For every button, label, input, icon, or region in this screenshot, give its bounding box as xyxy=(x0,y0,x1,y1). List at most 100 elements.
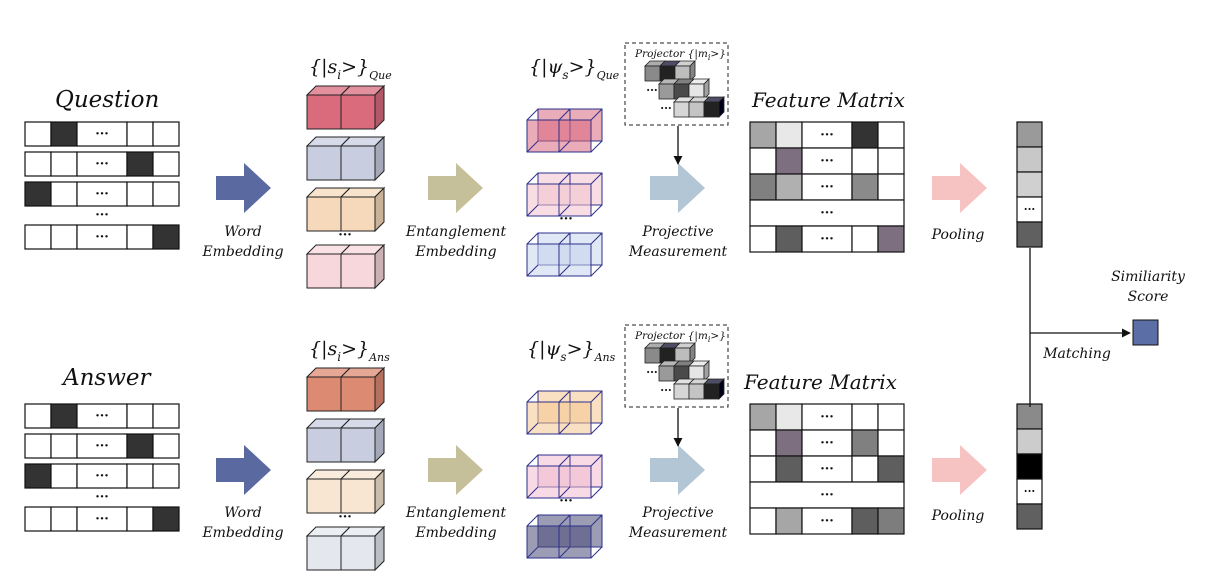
feature-cell-ellipsis: ··· xyxy=(820,232,834,247)
block-edge xyxy=(590,140,603,153)
block-edge xyxy=(590,264,603,277)
answer-projective-label-1: Projective xyxy=(641,505,713,521)
input-cell xyxy=(24,506,52,532)
word-state-cube xyxy=(305,468,386,515)
answer-entanglement-label-1: Entanglement xyxy=(405,505,507,521)
word-state-cubes: ··· xyxy=(305,84,386,290)
input-cell xyxy=(126,224,154,250)
block-edge xyxy=(526,204,539,217)
cube-front xyxy=(340,478,376,514)
feature-cell xyxy=(801,147,853,175)
projector-cubes xyxy=(644,342,696,364)
input-row: ··· xyxy=(24,224,180,250)
similarity-label-1: Similiarity xyxy=(1111,269,1186,285)
mini-side xyxy=(703,78,710,100)
feature-cell xyxy=(749,455,777,483)
input-row-ellipsis: ··· xyxy=(95,208,109,223)
block-edge xyxy=(590,108,603,121)
block-edge xyxy=(590,390,603,403)
projector-frame xyxy=(624,324,729,408)
feature-cell xyxy=(851,403,879,431)
block-edge xyxy=(590,204,603,217)
input-cell xyxy=(126,121,154,147)
cube-side xyxy=(374,525,385,572)
feature-cell xyxy=(851,429,879,457)
input-matrix: ··············· xyxy=(24,403,180,532)
question-projective-label-2: Measurement xyxy=(628,244,728,260)
cube-side xyxy=(374,84,385,131)
block-edge xyxy=(590,172,603,185)
block-ellipsis: ··· xyxy=(559,494,573,509)
input-cell xyxy=(50,181,78,207)
feature-cell-ellipsis: ··· xyxy=(820,410,834,425)
input-cell xyxy=(152,506,180,532)
input-cell xyxy=(152,151,180,177)
block-edge xyxy=(558,232,571,245)
input-cell xyxy=(24,463,52,489)
input-cell xyxy=(152,181,180,207)
block-edge xyxy=(590,422,603,435)
feature-cell-ellipsis: ··· xyxy=(820,154,834,169)
cell-ellipsis: ··· xyxy=(95,469,109,484)
ellipsis-cell xyxy=(76,433,128,459)
cube-front xyxy=(306,196,342,232)
mini-front xyxy=(658,365,675,382)
pooled-cell xyxy=(1016,428,1043,455)
input-cell xyxy=(152,433,180,459)
projector-ellipsis: ··· xyxy=(660,384,672,397)
answer-states-label: {|si>}Ans xyxy=(309,338,390,364)
cube-front xyxy=(306,478,342,514)
input-row: ··· xyxy=(24,181,180,207)
mini-side xyxy=(718,96,725,118)
block-face xyxy=(526,183,560,217)
cube-side xyxy=(374,243,385,290)
block-edge xyxy=(558,204,571,217)
feature-cell xyxy=(877,225,905,253)
feature-cell xyxy=(877,147,905,175)
block-edge xyxy=(590,486,603,499)
cube-front xyxy=(306,94,342,130)
input-cell xyxy=(24,121,52,147)
projector-ellipsis: ··· xyxy=(646,84,658,97)
question-word-embedding-label-1: Word xyxy=(224,224,262,240)
word-embedding-arrow xyxy=(216,163,271,213)
feature-row-ellipsis-cell xyxy=(749,481,905,509)
question-psi-label: {|ψs>}Que xyxy=(529,56,620,82)
word-state-cube xyxy=(305,186,386,233)
answer-entanglement-label-2: Embedding xyxy=(414,525,496,541)
cube-front xyxy=(340,253,376,289)
projector-ellipsis: ··· xyxy=(660,102,672,115)
answer-word-embedding-label-1: Word xyxy=(224,505,262,521)
block-edge xyxy=(558,108,571,121)
block-ellipsis: ··· xyxy=(559,212,573,227)
input-cell xyxy=(152,224,180,250)
feature-cell-ellipsis: ··· xyxy=(820,462,834,477)
mini-front xyxy=(703,101,720,118)
entangled-state-block xyxy=(526,172,603,217)
input-cell xyxy=(24,151,52,177)
mini-side xyxy=(718,378,725,400)
block-edge xyxy=(526,108,539,121)
block-edge xyxy=(558,486,571,499)
question-feature-matrix-label: Feature Matrix xyxy=(751,88,905,112)
question-title: Question xyxy=(55,87,159,113)
projector-ellipsis: ··· xyxy=(646,366,658,379)
entangled-state-block xyxy=(526,232,603,277)
entangled-state-block xyxy=(526,514,603,559)
input-row: ··· xyxy=(24,433,180,459)
projector-cubes xyxy=(673,96,725,118)
block-edge xyxy=(590,546,603,559)
block-edge xyxy=(526,514,539,527)
feature-cell-ellipsis: ··· xyxy=(820,514,834,529)
ellipsis-cell xyxy=(76,151,128,177)
pooled-cell xyxy=(1016,146,1043,173)
cube-side xyxy=(374,186,385,233)
input-cell xyxy=(152,463,180,489)
ellipsis-cell xyxy=(76,121,128,147)
cube-ellipsis: ··· xyxy=(338,510,352,525)
entanglement-arrow xyxy=(428,445,483,495)
pooled-cell xyxy=(1016,221,1043,248)
feature-cell xyxy=(775,403,803,431)
cell-ellipsis: ··· xyxy=(95,439,109,454)
block-edge xyxy=(558,454,571,467)
